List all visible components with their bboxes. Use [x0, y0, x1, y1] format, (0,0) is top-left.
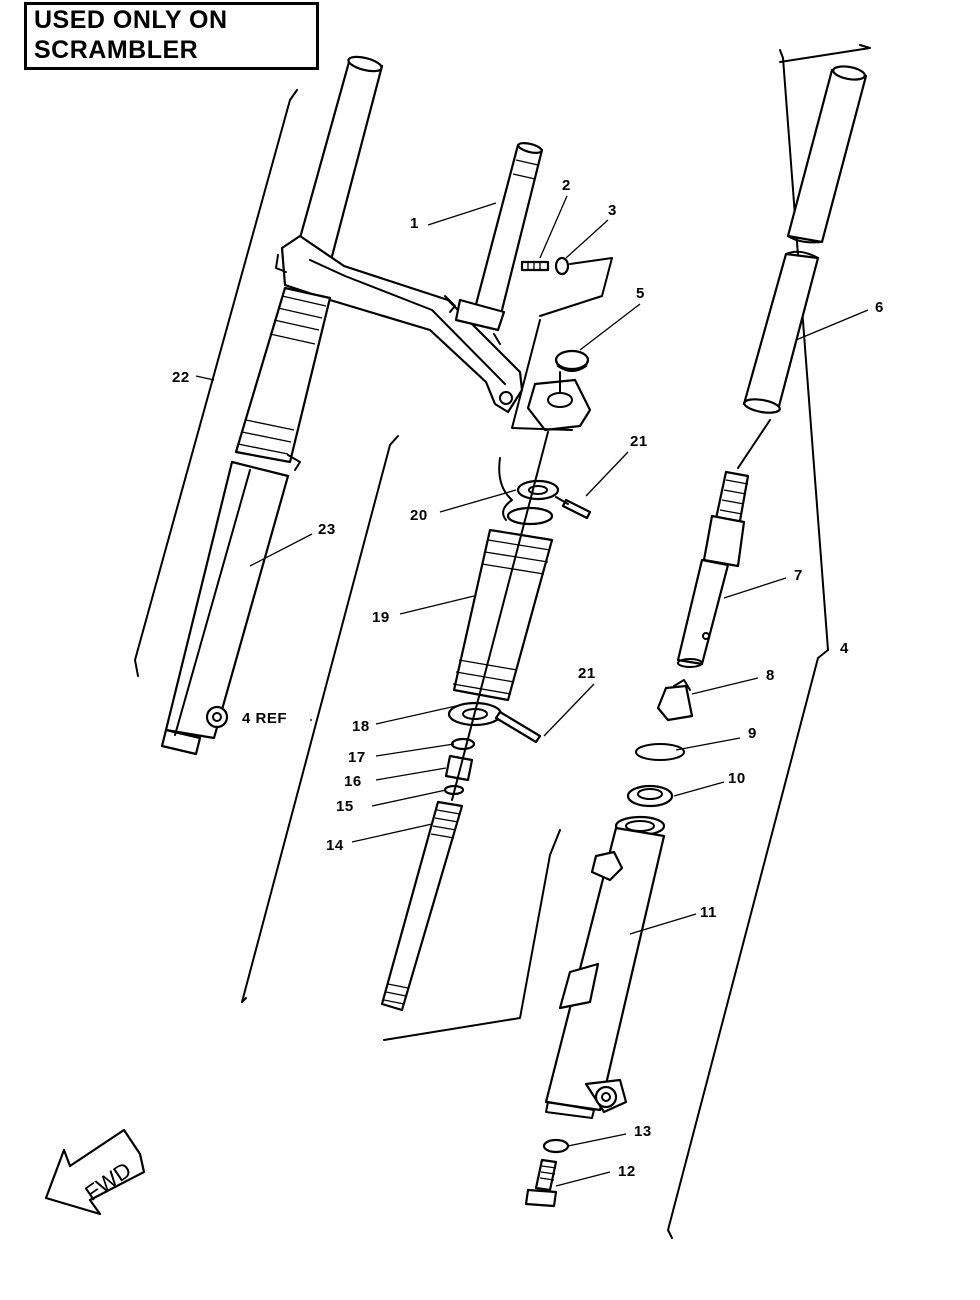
callout-18: 18 [352, 718, 370, 735]
callout-19: 19 [372, 609, 390, 626]
note-line-2: SCRAMBLER [34, 36, 199, 64]
leader-lines [195, 195, 869, 1187]
fork-cap-drawing [511, 319, 592, 432]
callout-10: 10 [728, 770, 746, 787]
callout-20: 20 [410, 507, 428, 524]
callout-9: 9 [748, 725, 757, 742]
cylinder-base-and-seals-drawing [626, 679, 694, 808]
callout-4-ref: 4 REF [242, 710, 288, 727]
callout-7: 7 [794, 567, 803, 584]
damper-cylinder-drawing [676, 419, 771, 668]
callout-17: 17 [348, 749, 366, 766]
callout-22: 22 [172, 369, 190, 386]
callout-3: 3 [608, 202, 617, 219]
dust-seal-and-boot-drawing [380, 431, 592, 1012]
forward-direction-arrow: FWD [44, 1128, 146, 1216]
callout-2: 2 [562, 177, 571, 194]
scrambler-note-box [24, 2, 319, 70]
callout-15: 15 [336, 798, 354, 815]
callout-23: 23 [318, 521, 336, 538]
middle-group-bracket [241, 435, 561, 1041]
assembled-fork-drawing [160, 55, 524, 756]
callout-16: 16 [344, 773, 362, 790]
drain-bolt-and-washer-drawing [524, 1138, 570, 1208]
callout-21-bottom: 21 [578, 665, 596, 682]
callout-8: 8 [766, 667, 775, 684]
callout-13: 13 [634, 1123, 652, 1140]
outer-tube-drawing [544, 815, 666, 1119]
note-line-1: USED ONLY ON [34, 6, 228, 34]
callout-5: 5 [636, 285, 645, 302]
callout-6: 6 [875, 299, 884, 316]
bolt-and-washer-drawing [520, 256, 613, 317]
callout-21-top: 21 [630, 433, 648, 450]
fork-components-bracket [667, 44, 871, 1239]
steering-stem-drawing [454, 142, 544, 345]
inner-tube-drawing [742, 65, 868, 414]
callout-4: 4 [840, 640, 849, 657]
callout-12: 12 [618, 1163, 636, 1180]
callout-11: 11 [700, 904, 717, 921]
callout-14: 14 [326, 837, 344, 854]
callout-1: 1 [410, 215, 419, 232]
